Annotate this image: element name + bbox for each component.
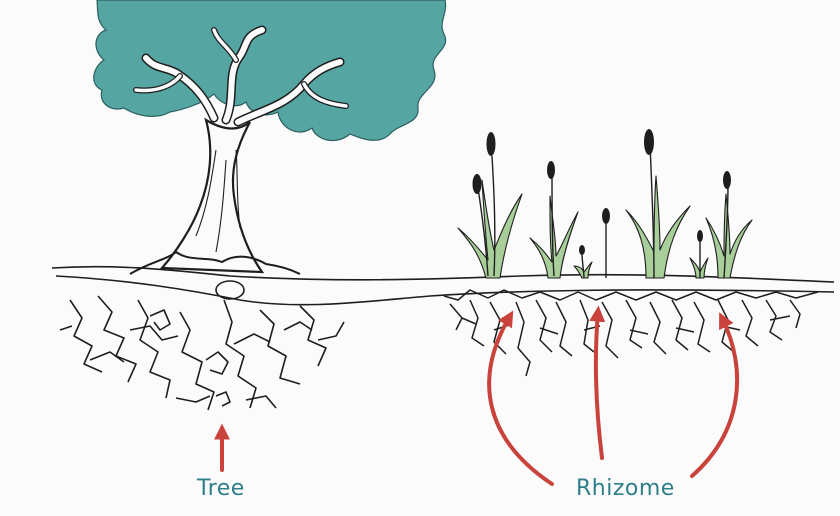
rhizome-label: Rhizome — [576, 476, 675, 501]
rhizome-arrow-middle — [596, 312, 602, 458]
tree-label: Tree — [197, 476, 245, 501]
arrows — [222, 312, 737, 484]
tree-canopy — [94, 0, 446, 141]
reed-plants — [458, 129, 752, 278]
tree-trunk — [162, 120, 262, 272]
rhizome-arrow-left — [489, 316, 552, 484]
tree — [94, 0, 446, 299]
tree-roots — [60, 296, 344, 410]
